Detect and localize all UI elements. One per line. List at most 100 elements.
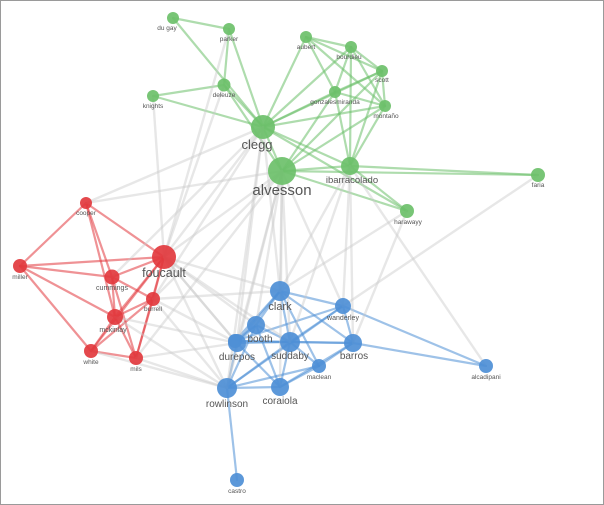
network-edge (225, 340, 292, 390)
network-edge (134, 356, 229, 390)
network-edge (18, 201, 88, 268)
network-edge (110, 275, 138, 360)
node-gonzales-miranda[interactable] (329, 86, 341, 98)
network-edge (110, 125, 265, 279)
network-edge (351, 341, 488, 368)
node-montano[interactable] (379, 100, 391, 112)
network-edge (84, 201, 117, 319)
node-label-miller: miller (12, 274, 28, 281)
network-edge (235, 125, 265, 345)
node-barros[interactable] (344, 334, 362, 352)
network-edge (333, 90, 352, 168)
network-edge (348, 164, 540, 177)
network-edge (162, 255, 282, 293)
network-labels: du gayparkeraubertbourdieuscottknightsde… (12, 25, 544, 495)
network-edge (227, 27, 265, 129)
network-edge (84, 169, 284, 205)
node-maclean[interactable] (312, 359, 326, 373)
network-edge (89, 349, 229, 390)
node-foucault[interactable] (152, 245, 176, 269)
network-edge (349, 45, 384, 73)
node-label-foucault: foucault (142, 266, 186, 280)
node-wanderley[interactable] (335, 298, 351, 314)
network-edge (18, 264, 114, 279)
network-edge (348, 45, 353, 168)
node-miller[interactable] (13, 259, 27, 273)
network-edge (278, 209, 409, 293)
node-alvesson[interactable] (268, 157, 296, 185)
network-edge (261, 125, 352, 168)
node-faria[interactable] (531, 168, 545, 182)
node-label-parker: parker (220, 36, 239, 43)
network-edge (84, 201, 166, 259)
network-edge (134, 341, 239, 360)
node-aubert[interactable] (300, 31, 312, 43)
node-label-cooper: cooper (76, 210, 97, 217)
network-edge (162, 83, 226, 259)
network-edge (151, 169, 284, 301)
node-label-mils: mils (130, 366, 142, 373)
node-du-gay[interactable] (167, 12, 179, 24)
node-mils[interactable] (129, 351, 143, 365)
network-edge (84, 201, 114, 279)
node-label-maclean: maclean (307, 374, 332, 381)
network-edge (333, 90, 387, 108)
node-castro[interactable] (230, 473, 244, 487)
node-knights[interactable] (147, 90, 159, 102)
network-edge (18, 255, 166, 268)
network-edge (261, 125, 409, 213)
node-label-faria: faria (532, 182, 545, 189)
node-label-knights: knights (143, 103, 164, 110)
node-bourdieu[interactable] (345, 41, 357, 53)
node-alcadipani[interactable] (479, 359, 493, 373)
node-label-ibarracolado: ibarracolado (326, 175, 378, 186)
network-edge (18, 264, 93, 353)
network-edge (278, 169, 284, 389)
node-label-booth: booth (247, 334, 272, 345)
network-edge (113, 315, 229, 390)
network-edge (348, 104, 387, 168)
node-rowlinson[interactable] (217, 378, 237, 398)
network-edge (261, 104, 387, 129)
network-edge (151, 94, 265, 129)
network-edge (171, 16, 265, 129)
node-label-cummings: cummings (96, 285, 128, 292)
node-suddaby[interactable] (280, 332, 300, 352)
node-clark[interactable] (270, 281, 290, 301)
node-label-hardaway: harawayy (394, 219, 423, 226)
node-cummings[interactable] (104, 269, 120, 285)
node-clegg[interactable] (251, 115, 275, 139)
node-label-alcadipani: alcadipani (471, 374, 500, 381)
network-edge (134, 297, 155, 360)
network-edge (162, 125, 265, 259)
node-white[interactable] (84, 344, 98, 358)
node-label-durepos: durepos (219, 352, 255, 363)
node-label-du-gay: du gay (157, 25, 177, 32)
node-hardaway[interactable] (400, 204, 414, 218)
network-edge (278, 289, 355, 345)
node-durepos[interactable] (228, 334, 246, 352)
node-burrell[interactable] (146, 292, 160, 306)
network-edge (84, 125, 265, 205)
network-edge (288, 340, 355, 345)
network-edges (18, 16, 540, 482)
network-edge (278, 289, 345, 308)
node-scott[interactable] (376, 65, 388, 77)
network-edge (261, 35, 308, 129)
node-deleuze[interactable] (217, 78, 231, 92)
network-edge (151, 83, 226, 98)
network-edge (280, 169, 540, 177)
node-mckinlay[interactable] (107, 309, 123, 325)
network-edge (333, 45, 353, 94)
network-edge (341, 173, 540, 308)
network-edge (304, 35, 353, 49)
node-cooper[interactable] (80, 197, 92, 209)
node-parker[interactable] (223, 23, 235, 35)
network-edge (171, 16, 231, 31)
node-ibarracolado[interactable] (341, 157, 359, 175)
node-coraiola[interactable] (271, 378, 289, 396)
network-edge (280, 104, 387, 173)
node-booth[interactable] (247, 316, 265, 334)
